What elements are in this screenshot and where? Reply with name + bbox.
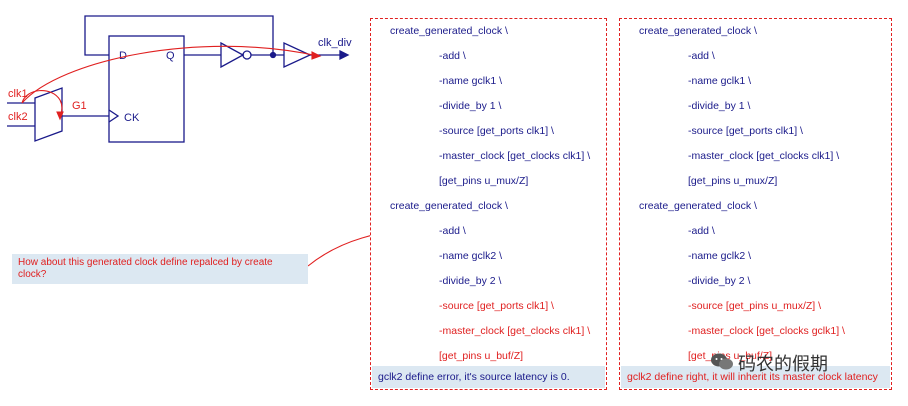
code-line: create_generated_clock \ <box>390 200 508 212</box>
flipflop-box <box>108 35 185 143</box>
code-line: [get_pins u_mux/Z] <box>688 175 778 187</box>
clk1-label: clk1 <box>8 88 28 100</box>
code-line: -name gclk1 \ <box>439 75 503 87</box>
inverter-gate <box>220 41 245 69</box>
code-line: -master_clock [get_clocks gclk1] \ <box>688 325 845 337</box>
panel-correct-example: create_generated_clock \ -add \ -name gclk… <box>619 18 892 390</box>
code-line: -name gclk1 \ <box>688 75 752 87</box>
q-pin-label: Q <box>166 50 175 62</box>
code-line: -name gclk2 \ <box>688 250 752 262</box>
clk2-label: clk2 <box>8 111 28 123</box>
buffer-gate <box>283 41 312 69</box>
mux-gate <box>34 87 63 142</box>
code-line: [get_pins u_mux/Z] <box>439 175 529 187</box>
d-pin-label: D <box>119 50 127 62</box>
code-line: -name gclk2 \ <box>439 250 503 262</box>
question-callout: How about this generated clock define re… <box>12 254 308 284</box>
ck-clock-marker <box>108 109 120 123</box>
code-line: -add \ <box>439 225 466 237</box>
code-line: -source [get_ports clk1] \ <box>439 125 554 137</box>
code-line: -add \ <box>688 225 715 237</box>
code-line: -add \ <box>688 50 715 62</box>
code-line: create_generated_clock \ <box>390 25 508 37</box>
junction-dot <box>269 51 277 59</box>
code-line: create_generated_clock \ <box>639 200 757 212</box>
code-line: -master_clock [get_clocks clk1] \ <box>439 325 591 337</box>
code-line: -source [get_ports clk1] \ <box>439 300 554 312</box>
panel-note: gclk2 define right, it will inherit its … <box>621 366 890 388</box>
panel-error-example: create_generated_clock \ -add \ -name gclk… <box>370 18 607 390</box>
code-line: -add \ <box>439 50 466 62</box>
code-line: [get_pins u_buf/Z] <box>688 350 773 362</box>
ck-pin-label: CK <box>124 112 140 124</box>
circuit-schematic: D Q CK clk_div clk1 clk2 G1 <box>7 15 352 143</box>
watermark-text: 码农的假期 <box>738 354 828 374</box>
code-line: [get_pins u_buf/Z] <box>439 350 524 362</box>
code-line: -source [get_pins u_mux/Z] \ <box>688 300 822 312</box>
wechat-icon <box>711 353 733 370</box>
clk-div-label: clk_div <box>318 37 352 49</box>
output-arrow <box>339 49 350 61</box>
code-line: -divide_by 2 \ <box>439 275 502 287</box>
code-line: -source [get_ports clk1] \ <box>688 125 803 137</box>
mux-g1-label: G1 <box>72 100 87 112</box>
code-line: create_generated_clock \ <box>639 25 757 37</box>
feedback-wire <box>84 15 274 56</box>
code-line: -divide_by 2 \ <box>688 275 751 287</box>
mux-source-arrowhead <box>56 111 64 121</box>
code-line: -master_clock [get_clocks clk1] \ <box>439 150 591 162</box>
code-line: -divide_by 1 \ <box>688 100 751 112</box>
code-line: -master_clock [get_clocks clk1] \ <box>688 150 840 162</box>
source-to-output-arrowhead <box>311 51 322 60</box>
code-line: -divide_by 1 \ <box>439 100 502 112</box>
panel-note: gclk2 define error, it's source latency … <box>372 366 605 388</box>
source-to-output-arc <box>21 45 319 104</box>
